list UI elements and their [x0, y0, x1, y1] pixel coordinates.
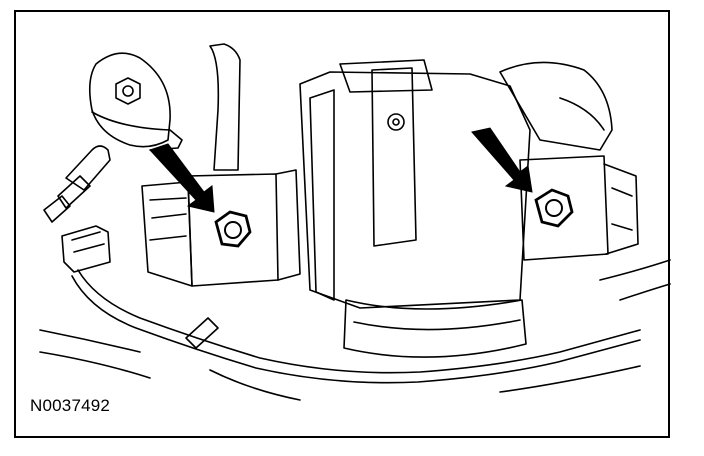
callout-arrow-right — [471, 127, 533, 193]
right-mount-bracket — [519, 155, 639, 261]
background-bracket — [88, 52, 171, 148]
bracket-ledge — [91, 111, 183, 151]
sensor-wire-lower — [71, 275, 641, 384]
left-rib — [209, 43, 241, 171]
left-mount-bracket — [141, 169, 301, 287]
right-bolt — [534, 188, 574, 228]
right-background — [499, 61, 613, 151]
wire-clip — [185, 317, 219, 349]
figure-code: N0037492 — [30, 396, 111, 415]
housing-pin — [387, 113, 405, 131]
wire-connector — [43, 145, 111, 273]
callout-arrow-left — [149, 143, 215, 213]
hex-nut-small — [115, 77, 141, 105]
sensor-wire — [77, 269, 641, 374]
left-bolt — [214, 210, 252, 248]
main-housing — [299, 59, 531, 358]
